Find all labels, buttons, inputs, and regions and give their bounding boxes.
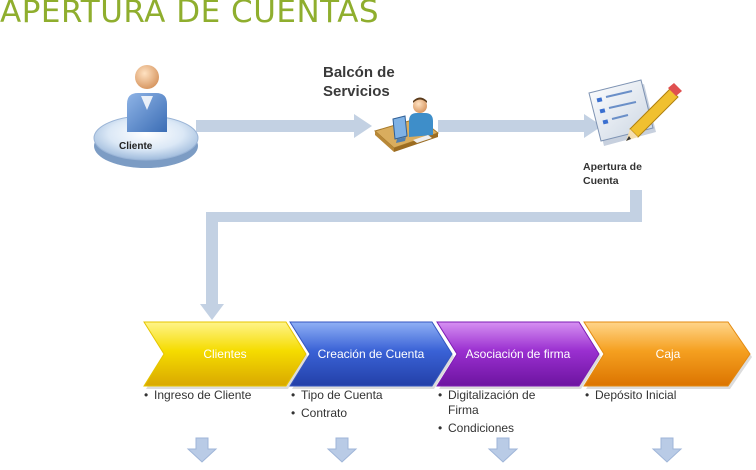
page-title: APERTURA DE CUENTAS	[0, 0, 380, 30]
step-bullets-creacion: Tipo de Cuenta Contrato	[291, 388, 431, 424]
connector-desk-to-opening	[438, 114, 602, 138]
service-desk-label: Balcón de Servicios	[323, 64, 395, 100]
step-chevron-asociacion	[436, 321, 601, 389]
list-item: Contrato	[291, 406, 431, 421]
person-on-platform-icon	[93, 65, 199, 168]
list-item: Ingreso de Cliente	[144, 388, 284, 403]
down-arrow-icon	[487, 437, 519, 463]
step-chevron-clientes	[143, 321, 308, 389]
step-bullets-asociacion: Digitalización de Firma Condiciones	[438, 388, 558, 439]
down-arrow-icon	[326, 437, 358, 463]
step-bullets-caja: Depósito Inicial	[585, 388, 725, 406]
document-pencil-icon	[588, 79, 682, 146]
step-label-asociacion: Asociación de firma	[465, 346, 571, 361]
step-chevron-caja	[583, 321, 752, 389]
connector-client-to-desk	[196, 114, 372, 138]
connector-opening-to-steps	[200, 190, 642, 320]
person-at-desk-icon	[373, 97, 440, 152]
list-item: Depósito Inicial	[585, 388, 725, 403]
list-item: Tipo de Cuenta	[291, 388, 431, 403]
step-label-creacion: Creación de Cuenta	[317, 346, 425, 361]
step-label-caja: Caja	[655, 346, 681, 361]
list-item: Condiciones	[438, 421, 558, 436]
step-label-clientes: Clientes	[203, 346, 247, 361]
step-chevron-creacion	[289, 321, 454, 389]
client-label: Cliente	[119, 141, 153, 152]
down-arrow-icon	[651, 437, 683, 463]
step-bullets-clientes: Ingreso de Cliente	[144, 388, 284, 406]
down-arrow-icon	[186, 437, 218, 463]
account-opening-label: Apertura de Cuenta	[583, 161, 642, 187]
list-item: Digitalización de Firma	[438, 388, 558, 418]
